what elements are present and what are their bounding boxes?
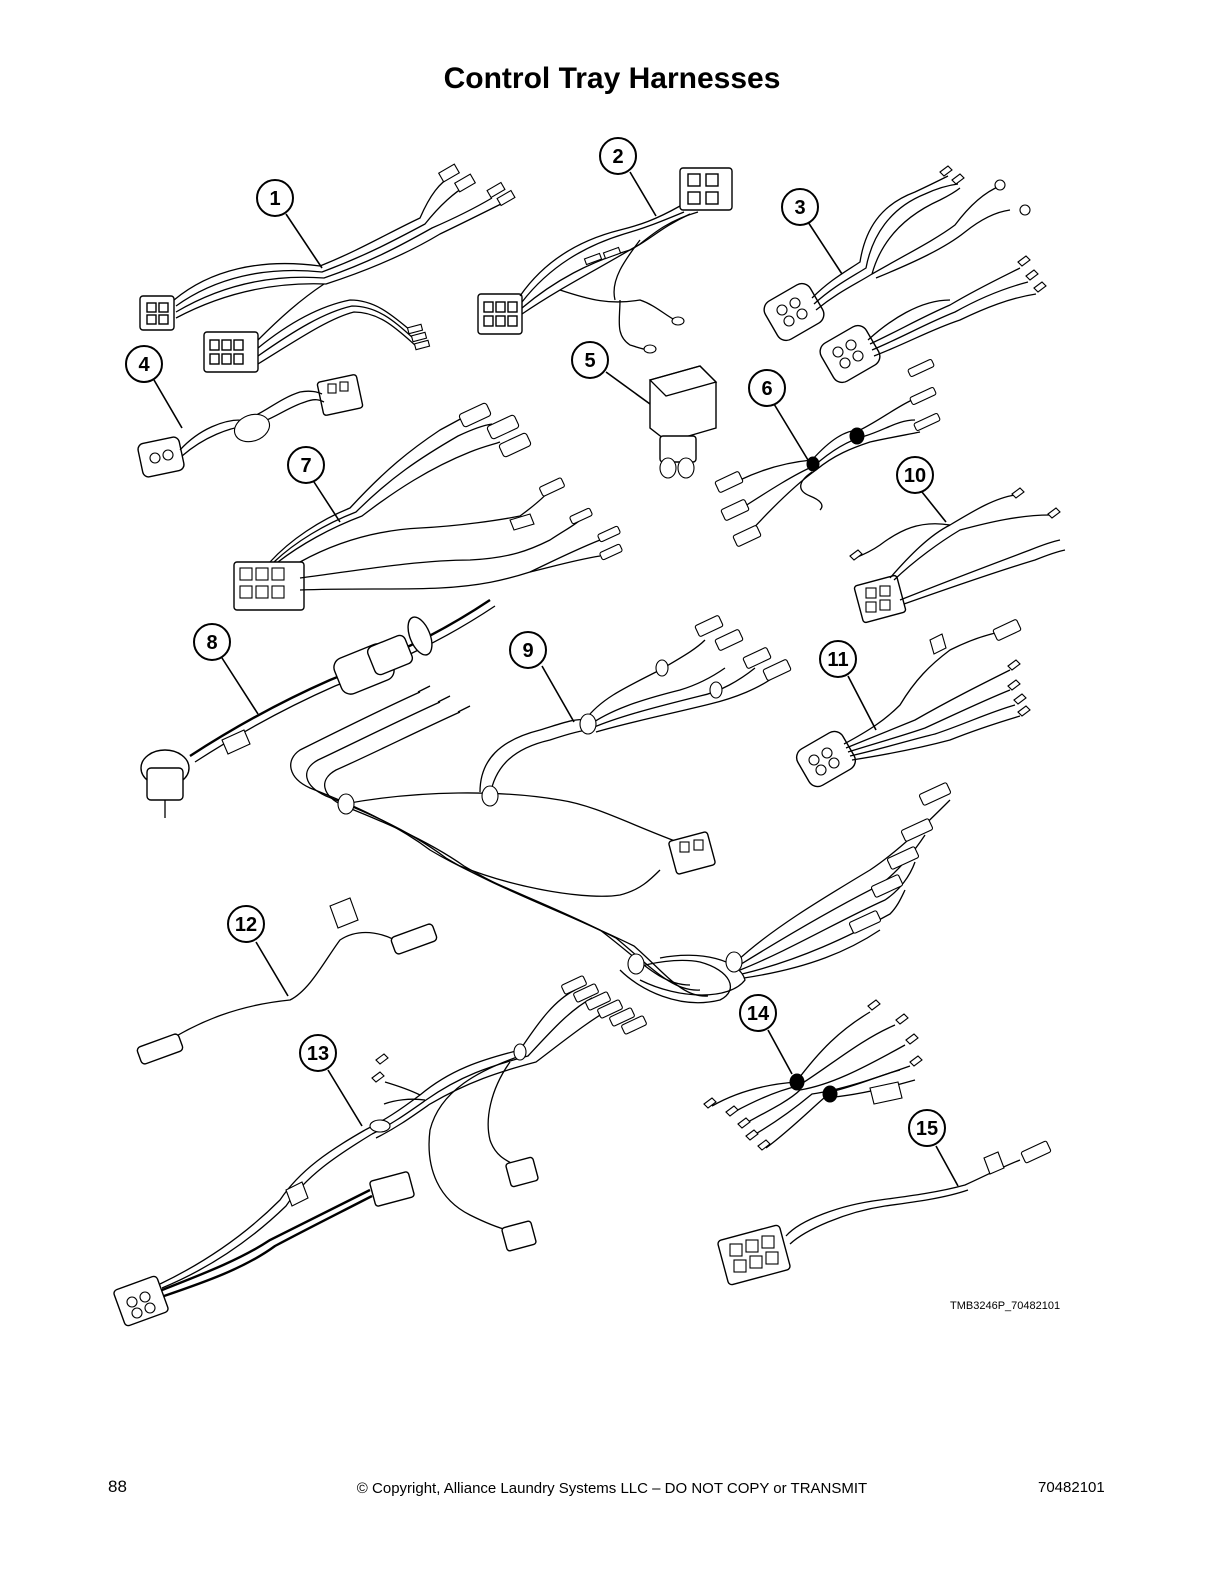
callout-11: 11 — [827, 649, 848, 671]
harness-3: 3 — [763, 165, 1047, 384]
callout-12: 12 — [235, 914, 257, 936]
harness-1: 1 — [139, 163, 516, 373]
harness-5: 5 — [571, 341, 718, 479]
callout-9: 9 — [522, 640, 533, 662]
callout-4: 4 — [138, 354, 150, 376]
footer-page-number: 88 — [108, 1477, 127, 1496]
harness-12: 12 — [136, 897, 438, 1065]
harness-11: 11 — [795, 619, 1031, 788]
figure-id: TMB3246P_70482101 — [950, 1300, 1061, 1312]
harness-8: 8 — [140, 599, 496, 818]
callout-7: 7 — [300, 455, 311, 477]
footer-document-number: 70482101 — [1038, 1479, 1105, 1496]
callout-10: 10 — [904, 465, 926, 487]
callout-8: 8 — [206, 632, 217, 654]
harness-15: 15 — [717, 1109, 1052, 1286]
harness-9: 9 — [290, 615, 952, 1004]
callout-1: 1 — [269, 188, 280, 210]
harness-4: 4 — [125, 345, 364, 478]
page-title: Control Tray Harnesses — [443, 62, 781, 95]
callout-14: 14 — [747, 1003, 770, 1025]
callout-13: 13 — [307, 1043, 329, 1065]
harness-10: 10 — [849, 456, 1066, 624]
harness-6: 6 — [714, 358, 941, 547]
callout-2: 2 — [612, 146, 623, 168]
harness-2: 2 — [477, 137, 733, 354]
callout-15: 15 — [916, 1118, 938, 1140]
footer-copyright: © Copyright, Alliance Laundry Systems LL… — [356, 1480, 868, 1497]
harness-7: 7 — [233, 402, 623, 611]
callout-5: 5 — [584, 350, 595, 372]
harness-14: 14 — [703, 994, 923, 1151]
callout-6: 6 — [761, 378, 772, 400]
harness-13: 13 — [113, 975, 647, 1327]
callout-3: 3 — [794, 197, 805, 219]
